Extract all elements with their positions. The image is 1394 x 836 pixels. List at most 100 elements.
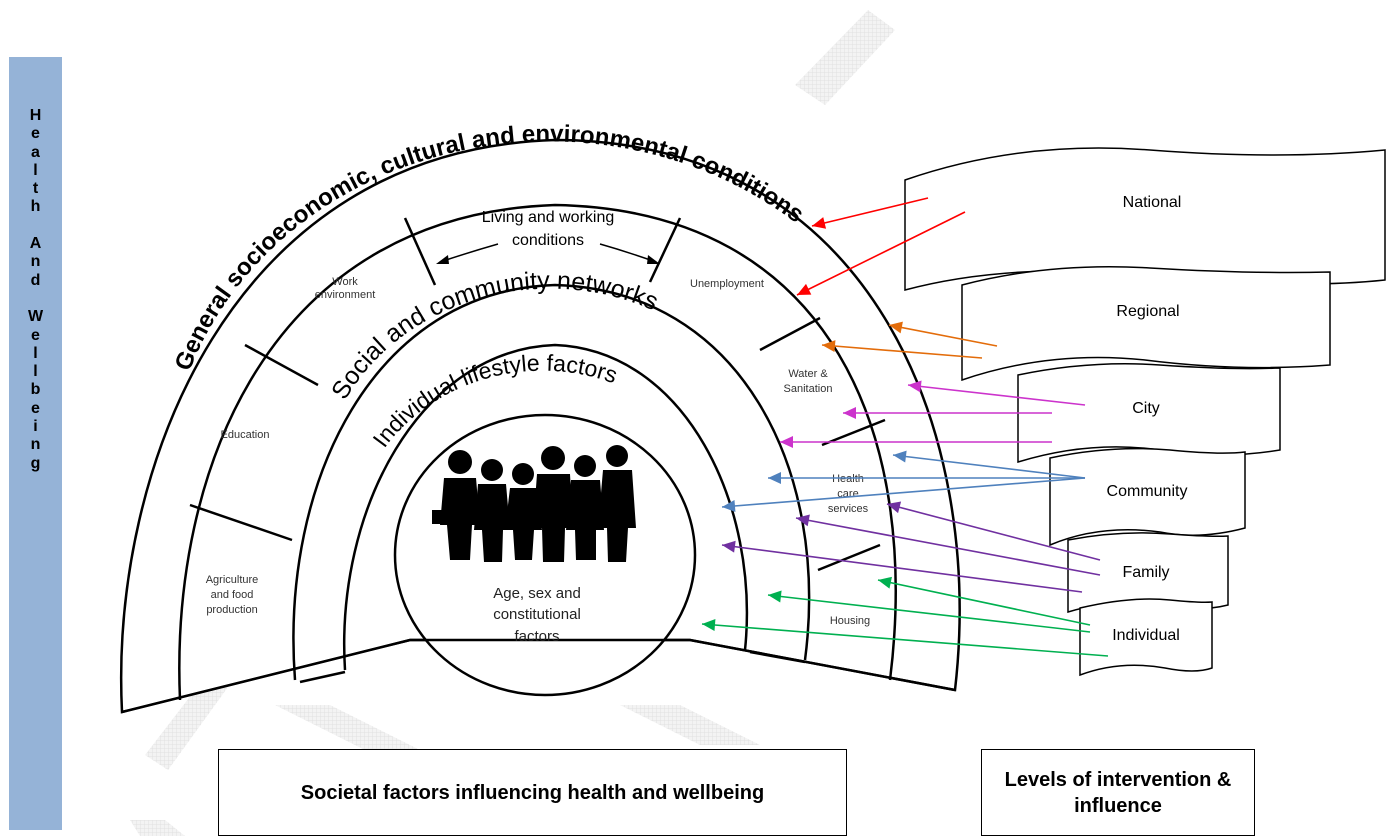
lifestyle-band	[342, 343, 749, 671]
arrowhead-family	[887, 501, 902, 514]
divider	[244, 343, 319, 387]
sidebar-letter: g	[30, 454, 41, 472]
level-community-label: Community	[1107, 483, 1188, 500]
factor-unemployment: Unemployment	[690, 278, 764, 290]
living-working-label: Living and working conditions	[436, 209, 660, 264]
caption-societal-factors-text: Societal factors influencing health and …	[300, 781, 765, 804]
arrowhead-individual	[702, 619, 716, 632]
sidebar-letter: h	[30, 198, 41, 216]
levels-banners	[904, 147, 1386, 677]
sidebar-letter: a	[31, 143, 40, 161]
factor-education: Education	[221, 429, 270, 441]
arrowhead-national	[812, 217, 827, 229]
factor-health-line1: Health	[832, 473, 864, 485]
core-label: Age, sex and constitutional factors	[493, 585, 581, 645]
arrow-national	[796, 211, 966, 296]
sidebar-letter: e	[31, 399, 40, 417]
arrowhead-community	[722, 499, 736, 512]
sidebar-letter: A	[29, 235, 42, 253]
influence-arrows	[701, 197, 1109, 657]
factor-water-line1: Water &	[788, 368, 828, 380]
factor-work-line2: environment	[315, 289, 376, 301]
arrowhead-regional	[822, 340, 836, 353]
arrow-individual	[701, 623, 1109, 657]
arrow-family	[886, 503, 1101, 561]
arrowhead-individual	[768, 590, 782, 603]
sidebar-letter: t	[32, 180, 39, 198]
svg-text:constitutional: constitutional	[493, 606, 581, 623]
sidebar-letter: H	[29, 107, 42, 124]
level-family-label: Family	[1122, 564, 1169, 581]
social-band	[292, 283, 811, 681]
arrow-city	[907, 384, 1086, 406]
factor-health-line3: services	[828, 503, 869, 515]
caption-societal-factors: Societal factors influencing health and …	[218, 749, 847, 836]
people-silhouettes-icon	[432, 445, 636, 562]
svg-text:Age, sex and: Age, sex and	[493, 585, 581, 602]
sidebar-letter: d	[30, 271, 41, 289]
level-regional-label: Regional	[1116, 303, 1179, 320]
left-factors: Work environment Education Agriculture a…	[206, 276, 376, 616]
right-factors: Unemployment Water & Sanitation Health c…	[690, 278, 870, 627]
arrowhead-city	[780, 436, 793, 448]
living-working-band	[178, 203, 897, 701]
arrowhead-national	[797, 283, 812, 295]
arrow-regional	[821, 344, 983, 359]
factor-agri-line1: Agriculture	[206, 574, 259, 586]
arrow-community	[892, 454, 1086, 479]
factor-water-line2: Sanitation	[784, 383, 833, 395]
caption-levels-of-intervention: Levels of intervention & influence	[981, 749, 1255, 836]
arrow-family	[721, 544, 1083, 593]
sidebar-letter: i	[33, 418, 38, 436]
sidebar-letter: e	[31, 125, 40, 143]
level-national-label: National	[1123, 194, 1182, 211]
svg-text:Living and working: Living and working	[482, 209, 615, 226]
caption-levels-text: Levels of intervention & influence	[1004, 768, 1232, 817]
arrowhead-city	[908, 380, 922, 393]
arrow-community	[721, 477, 1086, 508]
sidebar-letter: b	[30, 381, 41, 399]
sidebar-letter: l	[33, 161, 38, 179]
arrow-individual	[767, 594, 1091, 633]
svg-text:conditions: conditions	[512, 232, 584, 249]
banner-city	[1017, 363, 1281, 464]
arrow-national	[811, 197, 929, 227]
sidebar-letter: e	[31, 326, 40, 344]
sidebar-letter: n	[30, 436, 41, 454]
factor-agri-line3: production	[206, 604, 257, 616]
sidebar-letter: W	[27, 308, 44, 326]
divider	[648, 217, 682, 283]
divider	[817, 543, 881, 572]
banner-community	[1049, 447, 1246, 547]
sidebar-letter: n	[30, 253, 41, 271]
factor-housing: Housing	[830, 615, 870, 627]
divider	[189, 503, 293, 542]
factor-work-line1: Work	[332, 276, 358, 288]
levels-labels: National Regional City Community Family …	[1107, 194, 1188, 644]
arrowhead-regional	[889, 321, 903, 334]
divider	[403, 217, 437, 286]
arrowhead-family	[722, 540, 736, 553]
arrowhead-community	[768, 472, 781, 484]
arrow-individual	[877, 579, 1091, 626]
sidebar-letter: l	[33, 363, 38, 381]
svg-text:factors: factors	[514, 628, 559, 645]
factor-agri-line2: and food	[211, 589, 254, 601]
level-individual-label: Individual	[1112, 627, 1180, 644]
divider	[821, 418, 886, 447]
divider	[759, 316, 821, 352]
base-line	[121, 638, 956, 714]
banner-individual	[1079, 598, 1213, 677]
arrow-family	[795, 517, 1101, 576]
banner-regional	[961, 266, 1331, 382]
sidebar-letter: l	[33, 344, 38, 362]
level-city-label: City	[1132, 400, 1160, 417]
arrowhead-community	[893, 450, 907, 463]
arrowhead-family	[796, 514, 810, 527]
arrowhead-city	[843, 407, 856, 419]
arrowhead-individual	[878, 576, 892, 589]
arrow-regional	[888, 324, 998, 347]
